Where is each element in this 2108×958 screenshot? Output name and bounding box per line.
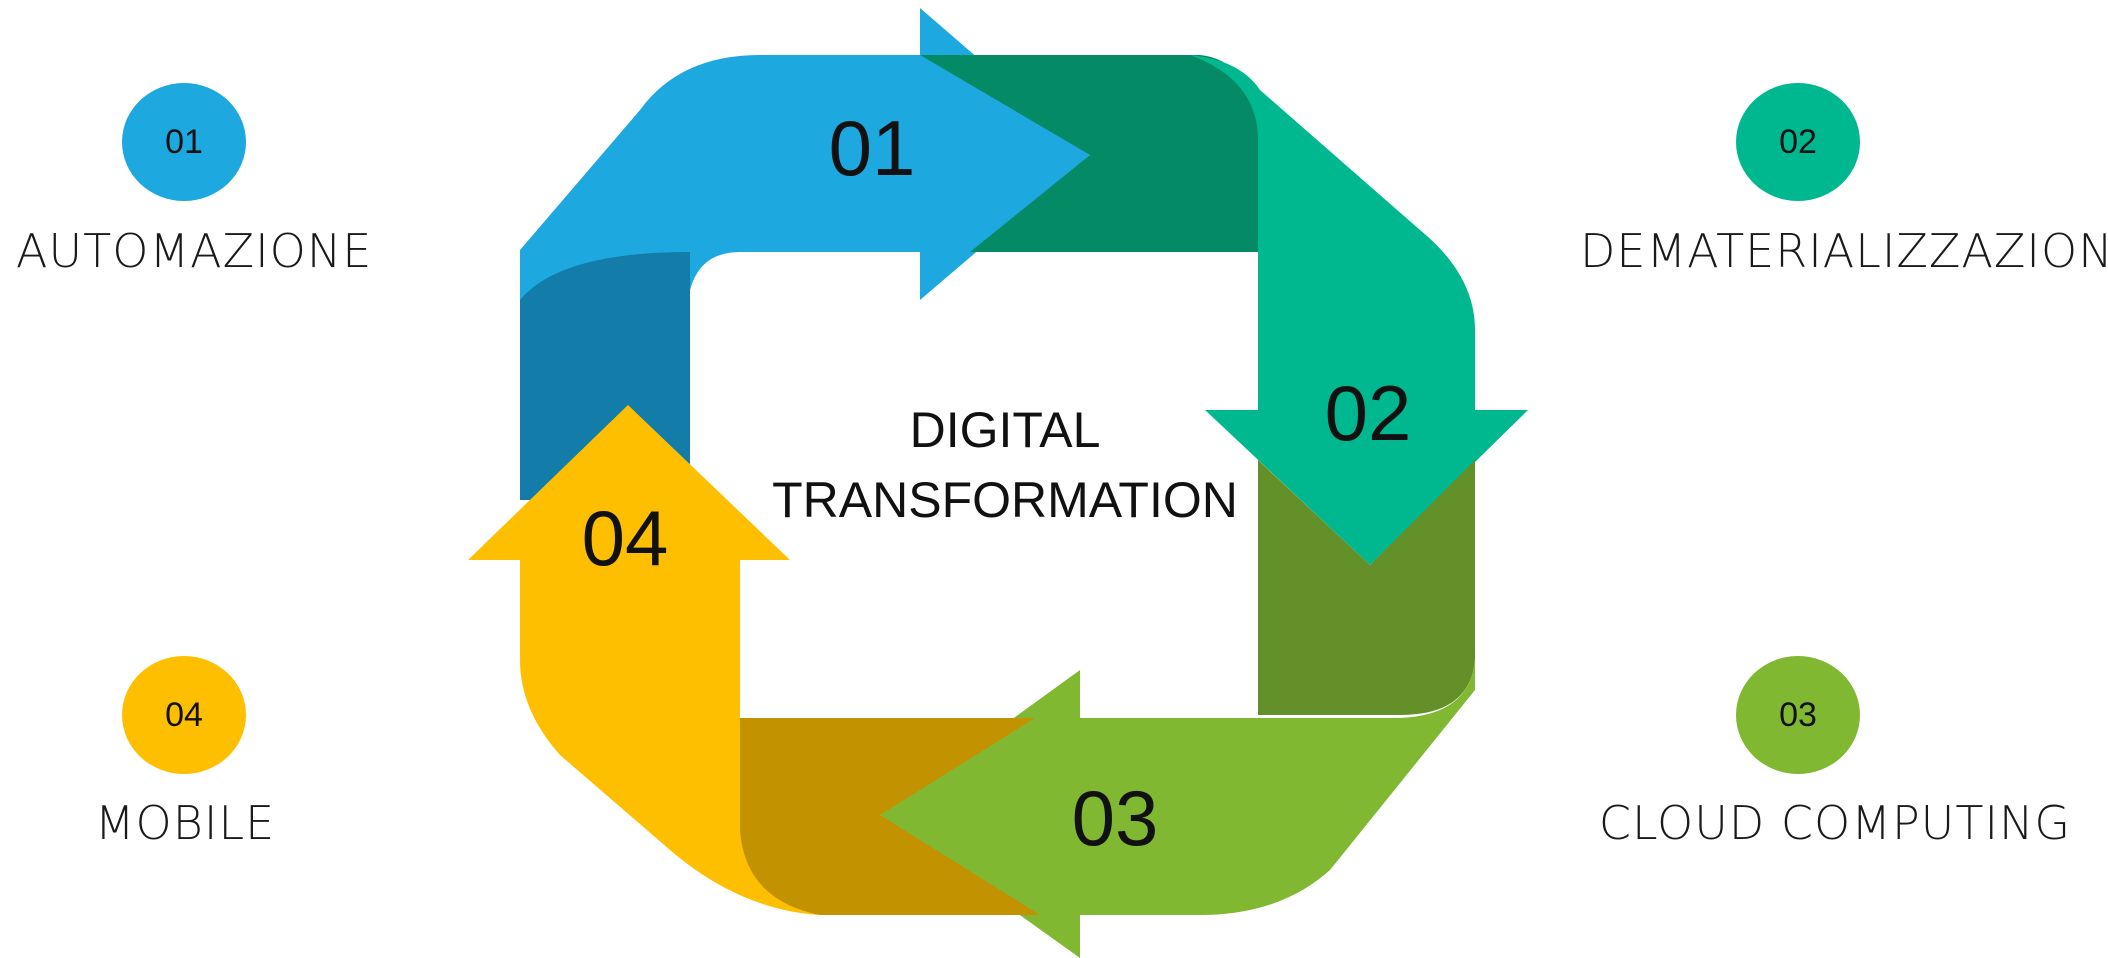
- badge-02-number: 02: [1779, 122, 1817, 161]
- badge-03-number: 03: [1779, 695, 1817, 734]
- badge-02: 02: [1736, 83, 1860, 201]
- arrow-03-number: 03: [1072, 774, 1159, 862]
- badge-01-number: 01: [165, 122, 203, 161]
- arrow-01: [520, 8, 1258, 500]
- badge-04: 04: [122, 656, 246, 774]
- label-dematerializzazione: DEMATERIALIZZAZIONE: [1580, 224, 2108, 278]
- arrow-02-number: 02: [1325, 369, 1412, 457]
- arrow-01-number: 01: [829, 104, 916, 192]
- arrow-04-number: 04: [582, 494, 669, 582]
- badge-04-number: 04: [165, 695, 203, 734]
- label-mobile: MOBILE: [94, 796, 276, 850]
- label-cloud-computing: CLOUD COMPUTING: [1598, 796, 2072, 850]
- arrow-02: [1190, 55, 1528, 715]
- arrow-03: [740, 660, 1475, 958]
- badge-01: 01: [122, 83, 246, 201]
- center-title-line1: DIGITAL: [910, 402, 1101, 458]
- arrow-04: [468, 405, 820, 915]
- center-title-line2: TRANSFORMATION: [772, 472, 1238, 528]
- badge-03: 03: [1736, 656, 1860, 774]
- label-automazione: AUTOMAZIONE: [16, 224, 373, 278]
